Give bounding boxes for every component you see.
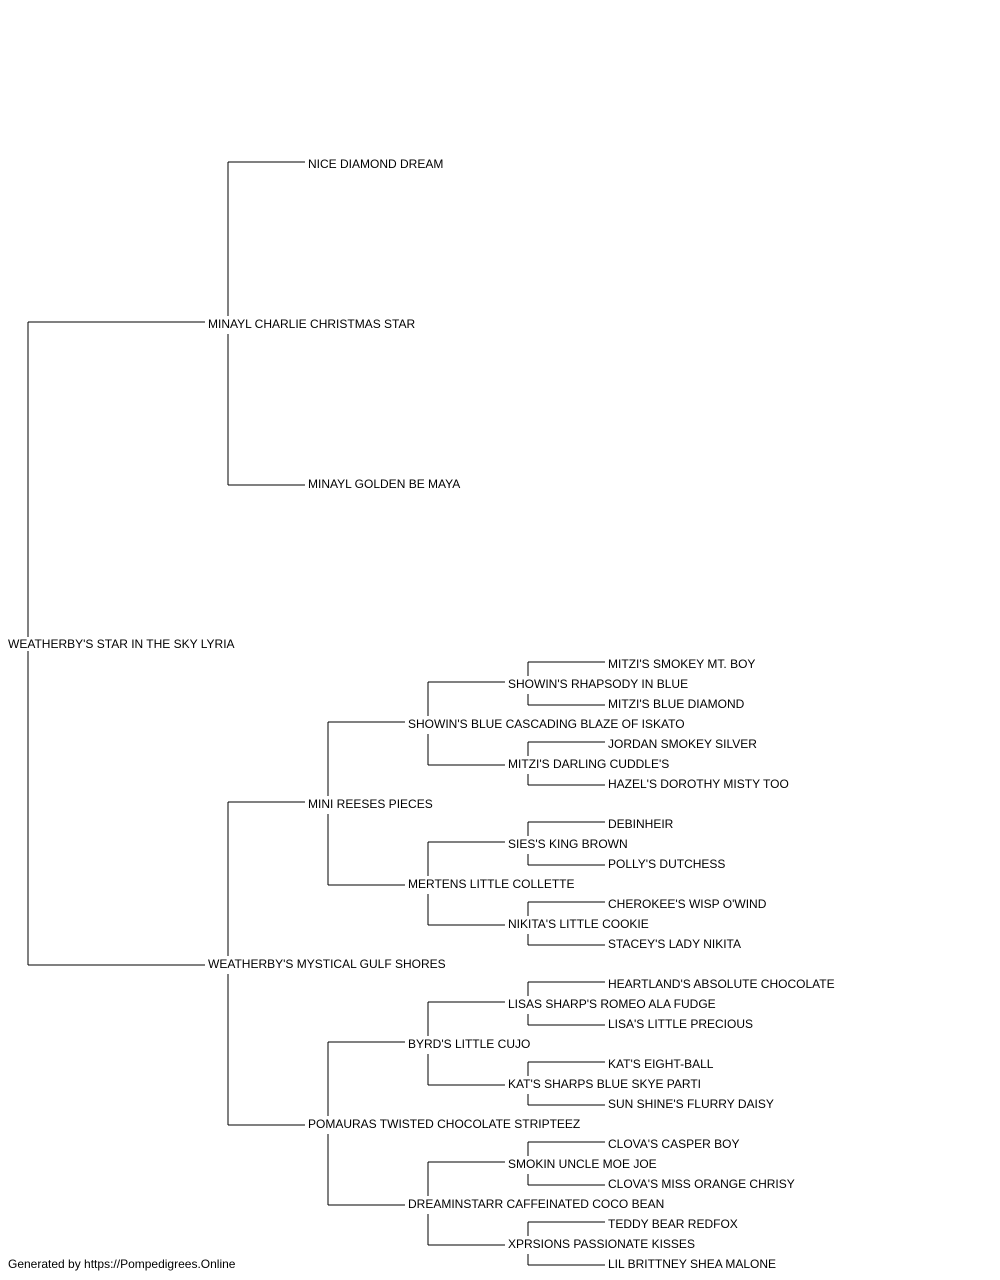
pedigree-gen5-15: TEDDY BEAR REDFOX <box>608 1217 738 1231</box>
pedigree-dam-sire-dam: MERTENS LITTLE COLLETTE <box>408 877 575 891</box>
pedigree-sire-dam: MINAYL GOLDEN BE MAYA <box>308 477 461 491</box>
pedigree-gen5-4: HAZEL'S DOROTHY MISTY TOO <box>608 777 789 791</box>
pedigree-dam-sire-sire: SHOWIN'S BLUE CASCADING BLAZE OF ISKATO <box>408 717 685 731</box>
pedigree-gen4-2: MITZI'S DARLING CUDDLE'S <box>508 757 670 771</box>
pedigree-dam-dam-dam: DREAMINSTARR CAFFEINATED COCO BEAN <box>408 1197 665 1211</box>
generator-credit: Generated by https://Pompedigrees.Online <box>8 1257 236 1271</box>
pedigree-gen5-10: LISA'S LITTLE PRECIOUS <box>608 1017 754 1031</box>
pedigree-dam-sire: MINI REESES PIECES <box>308 797 433 811</box>
pedigree-gen5-3: JORDAN SMOKEY SILVER <box>608 737 757 751</box>
pedigree-gen5-6: POLLY'S DUTCHESS <box>608 857 726 871</box>
pedigree-gen4-8: XPRSIONS PASSIONATE KISSES <box>508 1237 695 1251</box>
pedigree-gen5-16: LIL BRITTNEY SHEA MALONE <box>608 1257 777 1271</box>
pedigree-gen5-9: HEARTLAND'S ABSOLUTE CHOCOLATE <box>608 977 835 991</box>
pedigree-gen4-3: SIES'S KING BROWN <box>508 837 628 851</box>
pedigree-gen5-14: CLOVA'S MISS ORANGE CHRISY <box>608 1177 795 1191</box>
pedigree-dam: WEATHERBY'S MYSTICAL GULF SHORES <box>208 957 446 971</box>
pedigree-gen5-5: DEBINHEIR <box>608 817 674 831</box>
pedigree-subject: WEATHERBY'S STAR IN THE SKY LYRIA <box>8 637 235 651</box>
pedigree-sire-sire: NICE DIAMOND DREAM <box>308 157 444 171</box>
pedigree-gen4-5: LISAS SHARP'S ROMEO ALA FUDGE <box>508 997 716 1011</box>
pedigree-gen4-4: NIKITA'S LITTLE COOKIE <box>508 917 649 931</box>
pedigree-gen5-1: MITZI'S SMOKEY MT. BOY <box>608 657 756 671</box>
pedigree-sire: MINAYL CHARLIE CHRISTMAS STAR <box>208 317 416 331</box>
pedigree-gen5-12: SUN SHINE'S FLURRY DAISY <box>608 1097 774 1111</box>
pedigree-gen5-11: KAT'S EIGHT-BALL <box>608 1057 714 1071</box>
pedigree-gen4-7: SMOKIN UNCLE MOE JOE <box>508 1157 657 1171</box>
pedigree-gen5-7: CHEROKEE'S WISP O'WIND <box>608 897 767 911</box>
pedigree-gen5-2: MITZI'S BLUE DIAMOND <box>608 697 745 711</box>
pedigree-dam-dam-sire: BYRD'S LITTLE CUJO <box>408 1037 531 1051</box>
pedigree-gen5-8: STACEY'S LADY NIKITA <box>608 937 741 951</box>
pedigree-gen4-6: KAT'S SHARPS BLUE SKYE PARTI <box>508 1077 702 1091</box>
pedigree-gen5-13: CLOVA'S CASPER BOY <box>608 1137 740 1151</box>
pedigree-gen4-1: SHOWIN'S RHAPSODY IN BLUE <box>508 677 689 691</box>
pedigree-dam-dam: POMAURAS TWISTED CHOCOLATE STRIPTEEZ <box>308 1117 581 1131</box>
